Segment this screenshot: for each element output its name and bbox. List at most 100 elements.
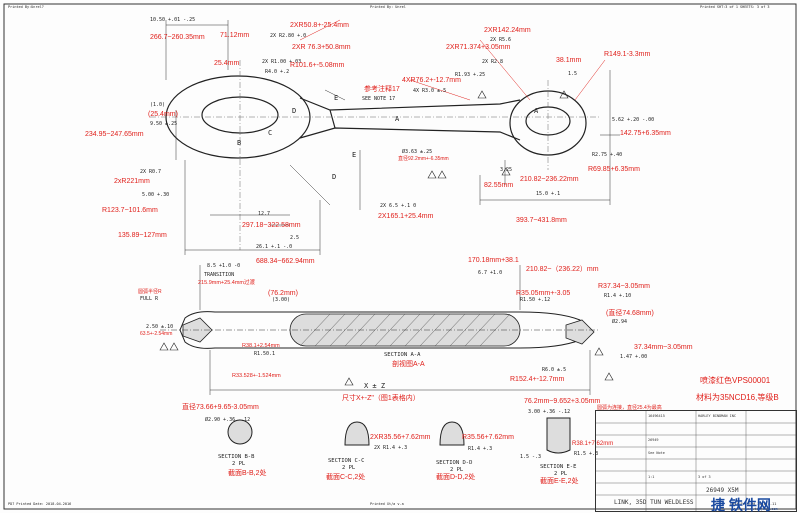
note-r12: R149.1-3.3mm	[604, 51, 651, 58]
note-r41: 尺寸X+-Z"（图1表格内）	[342, 395, 420, 402]
section-ee-title: SECTION E-E	[540, 464, 577, 470]
section-ee-h: 1.5 -.3	[520, 454, 542, 460]
note-r27: 215.9mm+25.4mm过渡	[198, 280, 256, 286]
section-bb-shape	[227, 419, 253, 445]
note-r39: R152.4+-12.7mm	[510, 376, 565, 383]
red-leaders	[299, 19, 606, 101]
note-r21: R123.7~101.6mm	[102, 207, 158, 214]
section-bb-dim: Ø2.90 +.36 -.12	[205, 417, 251, 423]
note-r4: 2XR50.8+-25.4mm	[290, 22, 349, 29]
note-r8: 4XR76.2+-12.7mm	[402, 77, 461, 84]
tb-rev: See Note	[648, 451, 665, 455]
note-r30: R35.05mm+-3.05	[516, 290, 571, 297]
side-dim-lines	[160, 265, 600, 395]
dim-d31: R1.4 +.10	[604, 293, 632, 299]
dim-d9: 2X 6.5 +.1 0	[380, 203, 417, 209]
note-r42: 喷漆红色VPS00001	[700, 376, 771, 385]
note-r28: 170.18mm+38.1	[468, 257, 519, 264]
note-r45: 76.2mm~9.652+3.05mm	[524, 398, 601, 405]
label-c: C	[268, 129, 273, 137]
dim-d5: (1.0)	[150, 102, 166, 108]
note-r11: 38.1mm	[556, 57, 582, 64]
note-r1: 266.7~260.35mm	[150, 34, 205, 41]
section-dd-dim: R1.4 +.3	[468, 446, 493, 452]
note-r47: 2XR35.56+7.62mm	[370, 434, 431, 441]
sheet-border	[3, 3, 797, 510]
section-ee-shape	[546, 417, 571, 454]
note-r24: 2X165.1+25.4mm	[378, 213, 434, 220]
note-r17: 直径92.2mm+-6.35mm	[398, 156, 449, 162]
dim-d21: SEE NOTE 17	[362, 96, 396, 102]
header-right: Printed SHT:3 of 1 SHEETS: 3 of 3	[700, 5, 770, 9]
tb-company: HARLEY BINDMAN INC	[698, 414, 736, 418]
section-cc-title: SECTION C-C	[328, 458, 365, 464]
section-ee-r: R1.5 +.3	[574, 451, 599, 457]
note-r18: R69.85+6.35mm	[588, 166, 640, 173]
title-block: 16496415 26949 See Note 1:1 3 of 3 HARLE…	[595, 410, 797, 513]
note-r22: 135.89~127mm	[118, 232, 167, 239]
dim-d22: 4X R3.0 ±.5	[413, 88, 447, 94]
note-r36: R38.1+2.54mm	[242, 343, 280, 349]
note-r52: 截面D-D,2处	[436, 474, 476, 481]
footer-left: PD7 Printed Date: 2018-04-2016	[8, 502, 72, 506]
dim-d8: 5.00 +.30	[142, 192, 170, 198]
section-cc-shape	[344, 421, 370, 446]
tb-part-no: 16496415	[648, 414, 665, 418]
dim-d29: R1.50.1	[254, 351, 276, 357]
dim-d18: R2.75 +.40	[592, 152, 623, 158]
dim-d25: TRANSITION	[204, 272, 235, 278]
note-r2: 71.12mm	[220, 32, 250, 39]
label-e2: E	[334, 94, 339, 102]
header-center: Printed By: Unrel	[370, 5, 406, 9]
dim-d34: 1.47 +.00	[620, 354, 648, 360]
tb-drawing: 26949 X5M	[706, 487, 739, 494]
dim-d26: FULL R	[140, 296, 159, 302]
section-dd-shape	[439, 421, 465, 446]
note-r23: 297.18~322.58mm	[242, 222, 301, 229]
section-bb-pl: 2 PL	[232, 461, 246, 467]
note-r13: (25.4mm)	[148, 111, 178, 118]
dim-d19: 3.25	[500, 167, 513, 173]
note-r40: 剖视图A-A	[392, 361, 425, 368]
dim-d30: 6.7 +1.0	[478, 270, 503, 276]
note-r3: 25.4mm	[214, 60, 240, 67]
note-r34: 63.5+-2.54mm	[140, 331, 173, 337]
note-r7: 参考注释17	[364, 86, 400, 93]
dim-d28: (3.00)	[272, 297, 291, 303]
tb-scale: 1:1	[648, 475, 655, 479]
note-r19: 82.55mm	[484, 182, 514, 189]
note-r32: (76.2mm)	[268, 290, 298, 297]
note-r25: 393.7~431.8mm	[516, 217, 567, 224]
note-r15: 142.75+6.35mm	[620, 130, 671, 137]
dim-d2: 2X R2.80 +.0	[270, 33, 307, 39]
dim-d13: 2X R5.6	[490, 37, 512, 43]
section-ee-dim: 3.00 +.36 -.12	[528, 409, 571, 415]
tb-watermark: 捷 铁件网	[711, 497, 771, 513]
note-r48: R35.56+7.62mm	[462, 434, 514, 441]
dim-d14: 2X R2.8	[482, 59, 504, 65]
dim-d35: R6.0 ±.5	[542, 367, 567, 373]
dim-d17: 5.62 +.20 -.00	[612, 117, 655, 123]
note-r53: 截面E-E,2处	[540, 478, 579, 485]
label-e: E	[352, 151, 357, 159]
dim-d6: 9.50 ±.25	[150, 121, 178, 127]
note-r38: 37.34mm~3.05mm	[634, 344, 693, 351]
note-r26: 688.34~662.94mm	[256, 258, 315, 265]
footer-right: Last Printed 2018-4-11	[730, 502, 777, 506]
section-bb-title: SECTION B-B	[218, 454, 255, 460]
note-r44: 直径73.66+9.65-3.05mm	[182, 404, 259, 411]
footer-center: Printed Xt/a v.a	[370, 502, 404, 506]
note-r33: 圆弧半径R	[138, 289, 162, 295]
note-r6: R101.6+-5.08mm	[290, 62, 345, 69]
dim-d11: 26.1 +.1 -.0	[256, 244, 293, 250]
dim-d10: 12.7	[258, 211, 271, 217]
section-cc-dim: 2X R1.4 +.3	[374, 445, 408, 451]
section-dd-title: SECTION D-D	[436, 460, 473, 466]
header-left: Printed By:Unrel?	[8, 5, 44, 9]
dim-d12: 2.5	[290, 235, 300, 241]
label-a2: A	[534, 107, 539, 115]
section-aa-title: SECTION A-A	[384, 352, 421, 358]
title-block-grid	[596, 411, 796, 511]
dim-d20: 15.0 +.1	[536, 191, 561, 197]
